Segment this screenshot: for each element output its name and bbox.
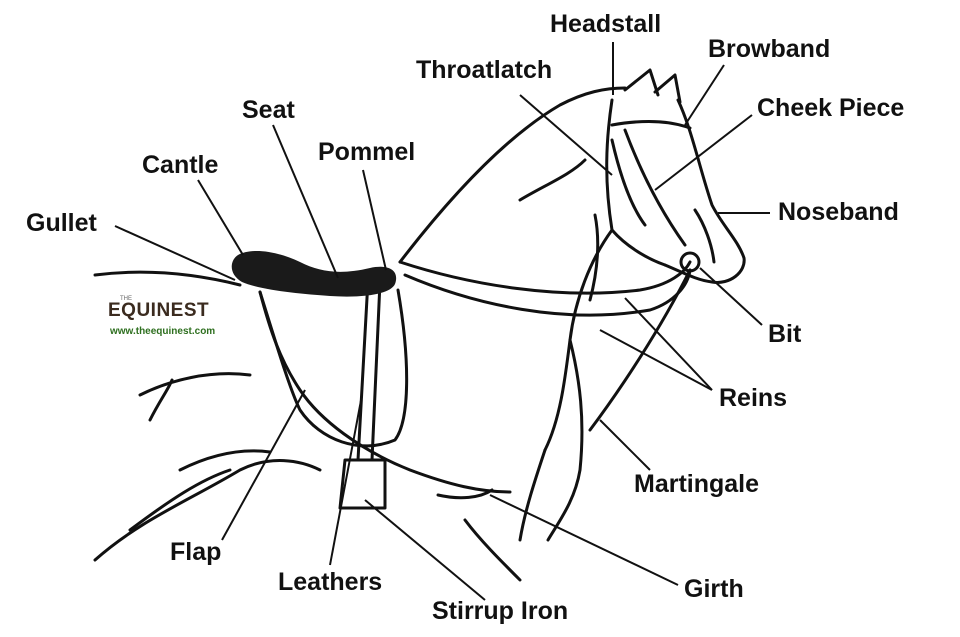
label-gullet: Gullet [26, 209, 97, 237]
throatlatch-strap [610, 138, 647, 227]
label-pommel: Pommel [318, 138, 416, 166]
horse-hind-3 [93, 459, 322, 562]
leader-reins-1 [624, 297, 713, 391]
leader-seat [272, 124, 339, 279]
martingale-strap [588, 268, 692, 432]
leader-cantle [197, 179, 244, 256]
stirrup-leather [356, 278, 370, 462]
horse-throat [610, 228, 667, 267]
label-cheek-piece: Cheek Piece [757, 94, 905, 122]
stirrup-leather-2 [370, 280, 382, 462]
label-headstall: Headstall [550, 10, 662, 38]
girth-strap [436, 488, 494, 500]
label-girth: Girth [684, 575, 744, 603]
leader-pommel [362, 169, 387, 271]
saddle-flap [258, 288, 409, 448]
leader-throatlatch [519, 94, 613, 176]
browband-strap [610, 120, 692, 130]
horse-foreleg [518, 448, 547, 542]
label-flap: Flap [170, 538, 222, 566]
saddle-seat [231, 250, 397, 297]
label-browband: Browband [708, 35, 831, 63]
horse-hind-4 [128, 468, 232, 532]
horse-neck-crest [398, 86, 627, 264]
stirrup-iron [338, 458, 387, 510]
leader-browband [684, 64, 725, 126]
leader-martingale [599, 419, 651, 471]
headstall-strap [605, 98, 614, 232]
noseband-strap [693, 208, 716, 264]
logo-name: EQUINEST [108, 300, 210, 321]
leader-bit [699, 267, 763, 326]
leader-flap [221, 389, 306, 541]
label-bit: Bit [768, 320, 802, 348]
label-throatlatch: Throatlatch [416, 56, 553, 84]
label-seat: Seat [242, 96, 295, 124]
rein-upper [398, 260, 692, 295]
label-martingale: Martingale [634, 470, 760, 498]
horse-hind-5 [178, 449, 272, 472]
label-cantle: Cantle [142, 151, 219, 179]
label-leathers: Leathers [278, 568, 383, 596]
horse-muscle [588, 213, 600, 302]
horse-neck-under [543, 228, 614, 452]
label-noseband: Noseband [778, 198, 899, 226]
leader-reins-2 [599, 329, 713, 391]
leader-stirrup-iron [364, 499, 486, 601]
horse-chest [546, 338, 584, 542]
horse-shoulder [518, 158, 587, 202]
leader-leathers [329, 394, 363, 566]
horse-leg-lower [463, 518, 522, 582]
horse-face [663, 98, 746, 284]
logo-url: www.theequinest.com [110, 326, 216, 337]
leader-girth [489, 494, 679, 586]
label-reins: Reins [719, 384, 788, 412]
horse-back-line [93, 270, 242, 287]
horse-hind-1 [138, 372, 252, 397]
leader-gullet [114, 225, 236, 281]
horse-hind-2 [148, 378, 174, 422]
leader-cheek-piece [654, 114, 753, 191]
horse-ear-2 [653, 73, 682, 104]
label-stirrup-iron: Stirrup Iron [432, 597, 569, 625]
cheekpiece-strap [623, 128, 687, 247]
logo-small-text: THE [120, 296, 132, 302]
horse-ear [623, 68, 660, 97]
